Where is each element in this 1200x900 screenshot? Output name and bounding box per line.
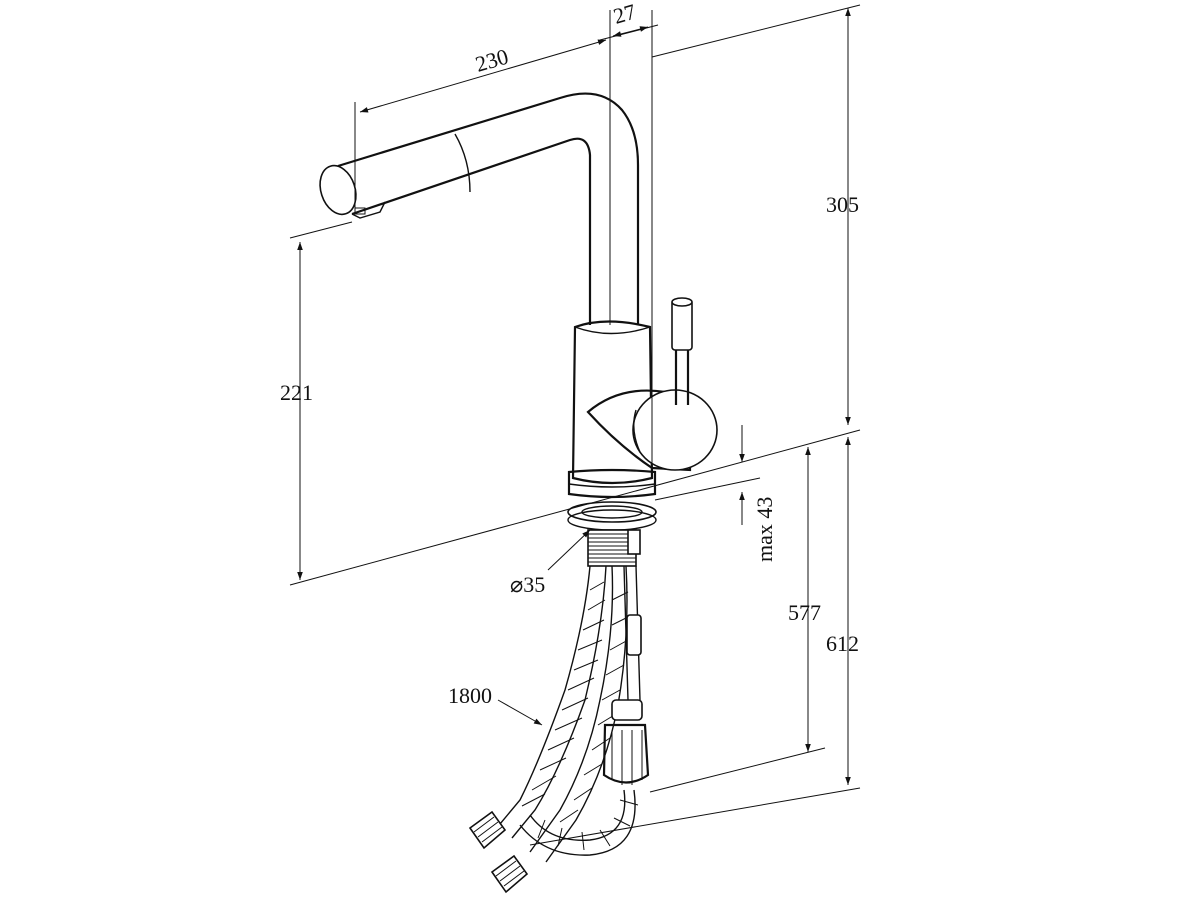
supply-hoses (468, 565, 650, 894)
dim-hose-length: 1800 (448, 683, 492, 708)
dimension-lines (289, 4, 861, 846)
dim-under-length-b: 612 (826, 631, 859, 656)
dim-spout-reach: 230 (472, 44, 511, 77)
dimension-labels: 230 27 305 221 ⌀35 max 43 1800 577 612 (280, 0, 859, 708)
faucet-spout (319, 92, 640, 325)
dim-total-height: 305 (826, 192, 859, 217)
dim-mount-hole: ⌀35 (510, 572, 545, 597)
dim-spout-height: 221 (280, 380, 313, 405)
dim-max-deck: max 43 (752, 497, 777, 562)
dim-spout-offset: 27 (610, 0, 638, 29)
dim-under-length-a: 577 (788, 600, 821, 625)
faucet-body (567, 297, 718, 567)
